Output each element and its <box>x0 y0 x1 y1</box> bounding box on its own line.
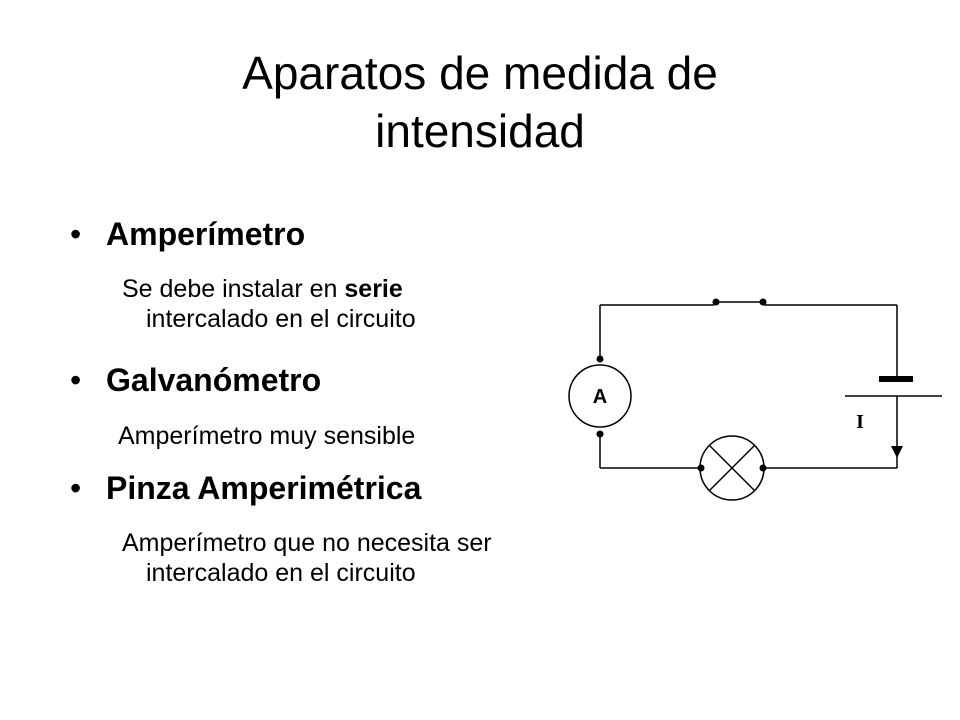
bullet-galvanometro: • Galvanómetro <box>70 360 321 400</box>
galvanometro-description: Amperímetro muy sensible <box>118 421 415 451</box>
battery-plate <box>879 376 913 382</box>
current-label: I <box>856 411 864 433</box>
bullet-dot: • <box>70 470 82 506</box>
ammeter-symbol <box>568 364 632 428</box>
pinza-description: Amperímetro que no necesita ser intercal… <box>122 528 492 588</box>
title-line-1: Aparatos de medida de <box>242 47 718 99</box>
current-arrow <box>891 446 903 458</box>
bullet-pinza-amperimetrica: • Pinza Amperimétrica <box>70 468 421 508</box>
amperimetro-description: Se debe instalar en serie intercalado en… <box>122 274 416 334</box>
bullet-heading: Amperímetro <box>106 216 306 252</box>
ammeter-terminal <box>596 355 604 363</box>
lamp-terminal <box>759 464 767 472</box>
description-bold: serie <box>344 275 403 303</box>
switch-terminal <box>712 298 720 306</box>
ammeter-terminal <box>596 430 604 438</box>
switch-terminal <box>759 298 767 306</box>
lamp-terminal <box>697 464 705 472</box>
bullet-heading: Galvanómetro <box>106 362 322 398</box>
description-text: Se debe instalar en <box>122 275 345 303</box>
title-line-2: intensidad <box>375 105 585 157</box>
bullet-heading: Pinza Amperimétrica <box>106 470 422 506</box>
description-text: Amperímetro que no necesita ser <box>122 529 492 557</box>
bullet-dot: • <box>70 216 82 252</box>
lamp-cross-2 <box>708 444 756 492</box>
description-text: intercalado en el circuito <box>146 559 416 587</box>
bullet-amperimetro: • Amperímetro <box>70 214 305 254</box>
slide-title: Aparatos de medida de intensidad <box>120 44 840 160</box>
ammeter-label: A <box>593 386 607 408</box>
description-text: Amperímetro muy sensible <box>118 422 416 450</box>
bullet-dot: • <box>70 362 82 398</box>
description-text: intercalado en el circuito <box>146 305 416 333</box>
